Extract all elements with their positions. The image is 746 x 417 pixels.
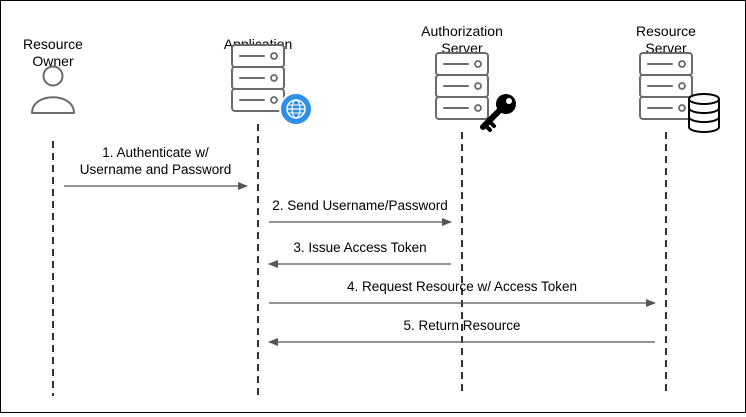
lifelines (52, 124, 667, 396)
message-label: 3. Issue Access Token (293, 240, 426, 255)
server-icon (231, 44, 285, 112)
message-label: 1. Authenticate w/Username and Password (80, 145, 232, 177)
message-2: 2. Send Username/Password (269, 198, 452, 226)
key-icon (480, 94, 516, 132)
message-label: 5. Return Resource (403, 318, 520, 333)
message-1: 1. Authenticate w/Username and Password (64, 145, 248, 190)
message-5: 5. Return Resource (268, 318, 655, 346)
server-icon (639, 52, 693, 120)
message-label: 2. Send Username/Password (272, 198, 448, 213)
actor-application: Application (224, 36, 313, 126)
server-icon (435, 52, 489, 120)
globe-icon (279, 92, 313, 126)
message-3: 3. Issue Access Token (268, 240, 451, 268)
message-4: 4. Request Resource w/ Access Token (269, 279, 656, 307)
person-icon (31, 65, 75, 114)
database-icon (688, 93, 720, 133)
messages: 1. Authenticate w/Username and Password 2… (64, 145, 656, 346)
message-label: 4. Request Resource w/ Access Token (347, 279, 577, 294)
